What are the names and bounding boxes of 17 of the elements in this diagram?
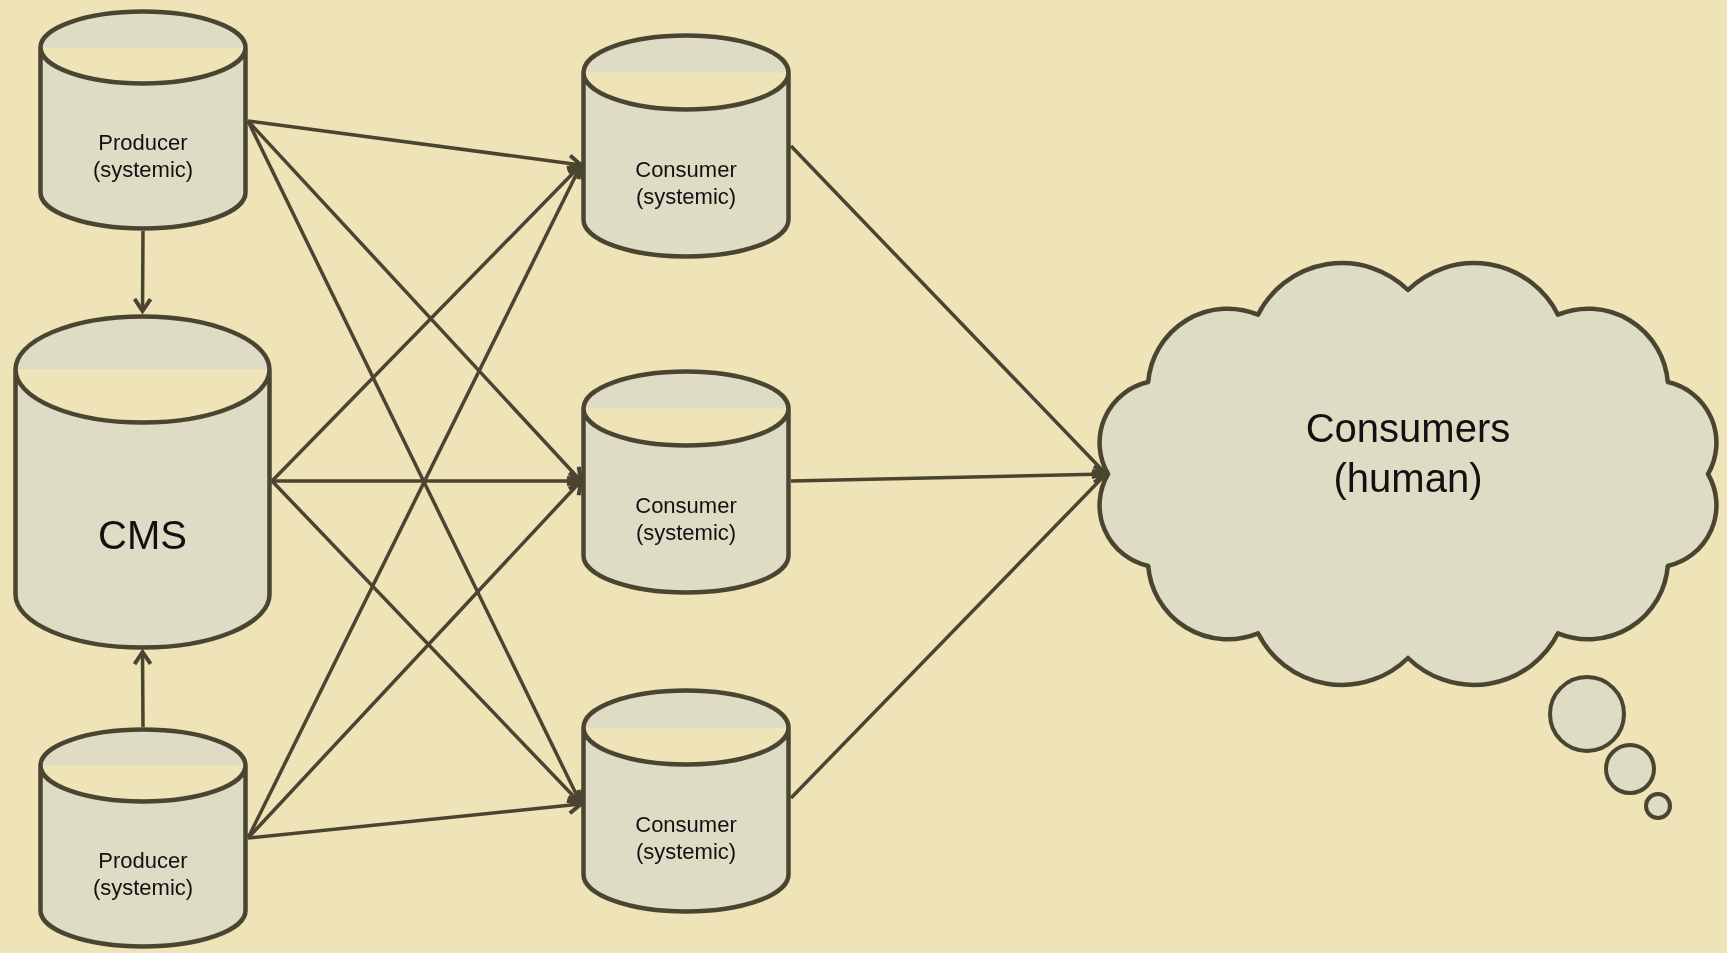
database-cylinder — [38, 727, 248, 949]
arrow — [270, 479, 583, 806]
database-cylinder — [581, 33, 791, 259]
database-cylinder — [581, 369, 791, 595]
database-cylinder — [581, 688, 791, 914]
node-label: Consumer (systemic) — [634, 491, 738, 547]
node-label: Producer (systemic) — [91, 128, 195, 184]
arrow — [132, 231, 153, 313]
node-label: Consumer (systemic) — [634, 155, 738, 211]
node-label: Consumer (systemic) — [634, 810, 738, 866]
node-label: Producer (systemic) — [91, 846, 195, 902]
node-label: CMS — [97, 512, 188, 559]
database-cylinder — [38, 9, 248, 231]
node-label: Consumers (human) — [1304, 405, 1512, 502]
arrow — [132, 650, 153, 727]
database-cylinder — [13, 314, 272, 650]
arrow — [247, 795, 583, 840]
